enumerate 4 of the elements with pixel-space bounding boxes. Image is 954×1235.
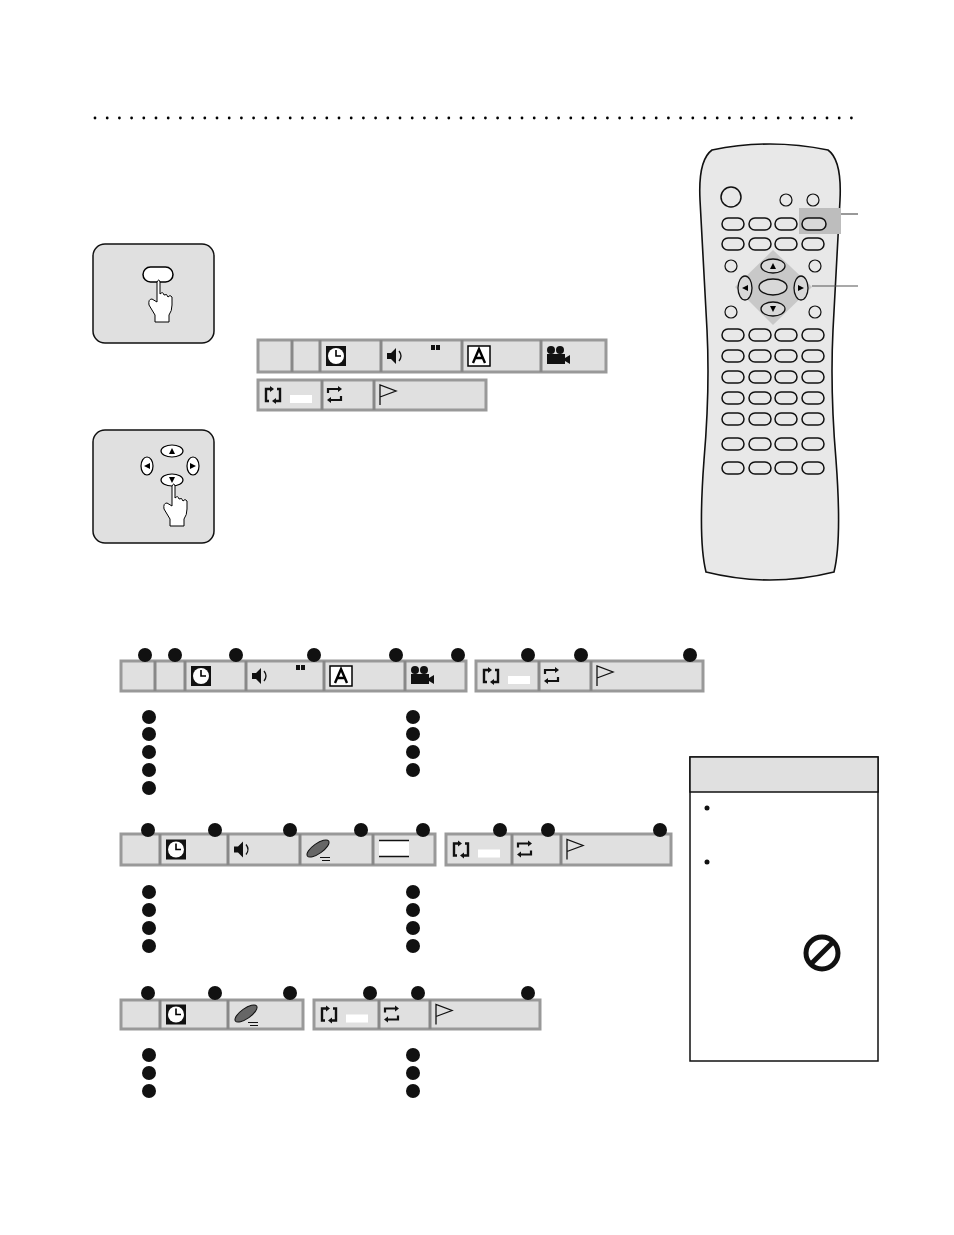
leader-line — [840, 213, 859, 215]
menu-button — [799, 208, 841, 234]
leader-line — [811, 285, 859, 287]
arrow-pad — [735, 250, 812, 325]
